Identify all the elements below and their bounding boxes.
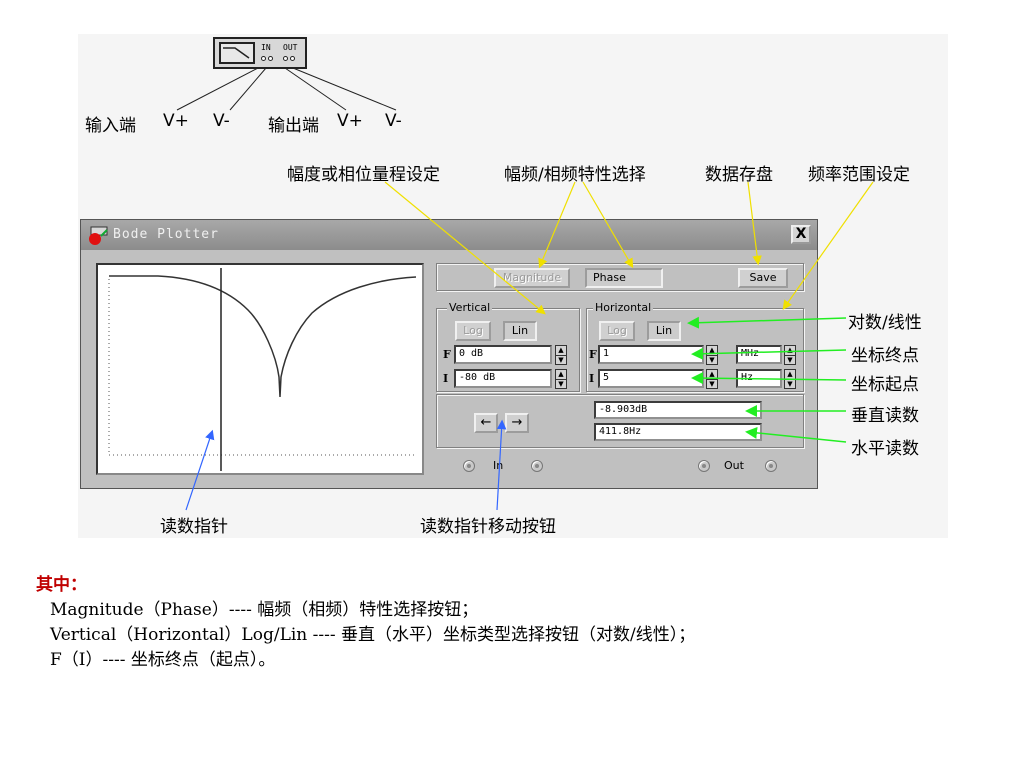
spin-up-icon[interactable]: ▲ xyxy=(707,370,717,380)
save-button[interactable]: Save xyxy=(738,268,788,288)
output-terminal-label: 输出端 xyxy=(268,116,319,136)
icon-in-minus-terminal xyxy=(268,56,273,61)
readout-group xyxy=(436,394,804,448)
callout-axis-end: 坐标终点 xyxy=(851,346,919,366)
vertical-initial-input[interactable]: -80 dB xyxy=(454,369,552,388)
callout-save-data: 数据存盘 xyxy=(705,165,773,185)
spin-down-icon[interactable]: ▼ xyxy=(558,380,564,388)
in-terminal-label: In xyxy=(493,459,504,472)
horizontal-final-input[interactable]: 1 xyxy=(598,345,704,364)
bode-app-icon xyxy=(89,226,108,245)
input-vminus-label: V- xyxy=(213,111,230,131)
close-icon: X xyxy=(795,226,807,242)
magnitude-button[interactable]: Magnitude xyxy=(494,268,570,288)
mode-panel xyxy=(436,263,804,291)
bode-plot-svg xyxy=(108,268,417,471)
yellow-callout-lines xyxy=(384,181,874,315)
vertical-final-input[interactable]: 0 dB xyxy=(454,345,552,364)
icon-screen xyxy=(219,42,255,64)
out-minus-terminal[interactable] xyxy=(765,460,777,472)
icon-curve xyxy=(223,47,250,59)
notes-line-1: Magnitude（Phase）---- 幅频（相频）特性选择按钮； xyxy=(50,600,479,620)
output-vplus-label: V+ xyxy=(337,111,363,131)
out-plus-terminal[interactable] xyxy=(698,460,710,472)
notes-heading: 其中： xyxy=(36,575,87,595)
icon-out-plus-terminal xyxy=(283,56,288,61)
input-terminal-label: 输入端 xyxy=(85,116,136,136)
icon-in-label: IN xyxy=(261,43,271,52)
blue-callout-lines xyxy=(185,419,507,511)
spin-up-icon[interactable]: ▲ xyxy=(707,346,717,356)
icon-out-label: OUT xyxy=(283,43,298,52)
horizontal-readout: 411.8Hz xyxy=(594,423,762,441)
terminal-leader-lines xyxy=(176,67,397,111)
spin-down-icon[interactable]: ▼ xyxy=(558,356,564,364)
spin-down-icon[interactable]: ▼ xyxy=(787,356,793,364)
output-vminus-label: V- xyxy=(385,111,402,131)
notes-section: 其中： Magnitude（Phase）---- 幅频（相频）特性选择按钮； V… xyxy=(36,573,996,673)
vertical-final-label: F xyxy=(443,348,451,361)
callout-mode-select: 幅频/相频特性选择 xyxy=(504,165,646,185)
vertical-group xyxy=(436,308,580,392)
vertical-initial-label: I xyxy=(443,372,449,385)
horizontal-final-unit-spinner[interactable]: ▲▼ xyxy=(784,345,796,365)
phase-button[interactable]: Phase xyxy=(585,268,663,288)
in-minus-terminal[interactable] xyxy=(531,460,543,472)
out-terminal-label: Out xyxy=(724,459,744,472)
in-plus-terminal[interactable] xyxy=(463,460,475,472)
vertical-log-button[interactable]: Log xyxy=(455,321,491,341)
horizontal-lin-button[interactable]: Lin xyxy=(647,321,681,341)
spin-down-icon[interactable]: ▼ xyxy=(709,356,715,364)
vertical-final-spinner[interactable]: ▲▼ xyxy=(555,345,567,365)
horizontal-group-label: Horizontal xyxy=(593,301,654,314)
horizontal-final-unit[interactable]: MHz xyxy=(736,345,782,364)
window-title: Bode Plotter xyxy=(113,227,219,242)
spin-up-icon[interactable]: ▲ xyxy=(556,370,566,380)
callout-vertical-reading: 垂直读数 xyxy=(851,406,919,426)
icon-in-plus-terminal xyxy=(261,56,266,61)
horizontal-final-spinner[interactable]: ▲▼ xyxy=(706,345,718,365)
vertical-readout: -8.903dB xyxy=(594,401,762,419)
callout-axis-start: 坐标起点 xyxy=(851,375,919,395)
horizontal-final-label: F xyxy=(589,348,597,361)
vertical-group-label: Vertical xyxy=(447,301,493,314)
callout-cursor: 读数指针 xyxy=(160,517,228,537)
notes-line-3: F（I）---- 坐标终点（起点）。 xyxy=(50,650,276,670)
bode-plotter-icon: IN OUT xyxy=(213,37,307,69)
vertical-initial-spinner[interactable]: ▲▼ xyxy=(555,369,567,389)
vertical-lin-button[interactable]: Lin xyxy=(503,321,537,341)
callout-log-lin: 对数/线性 xyxy=(848,313,922,333)
spin-up-icon[interactable]: ▲ xyxy=(556,346,566,356)
magnitude-curve xyxy=(109,275,417,398)
close-button[interactable]: X xyxy=(791,225,811,244)
green-callout-lines xyxy=(687,316,847,443)
bode-plot-display[interactable] xyxy=(96,263,424,475)
input-vplus-label: V+ xyxy=(163,111,189,131)
callout-freq-range: 频率范围设定 xyxy=(808,165,910,185)
spin-up-icon[interactable]: ▲ xyxy=(785,346,795,356)
spin-down-icon[interactable]: ▼ xyxy=(709,380,715,388)
horizontal-log-button[interactable]: Log xyxy=(599,321,635,341)
spin-down-icon[interactable]: ▼ xyxy=(787,380,793,388)
icon-out-minus-terminal xyxy=(290,56,295,61)
callout-range-setting: 幅度或相位量程设定 xyxy=(287,165,440,185)
notes-line-2: Vertical（Horizontal）Log/Lin ---- 垂直（水平）坐… xyxy=(50,625,696,645)
callout-cursor-buttons: 读数指针移动按钮 xyxy=(420,517,556,537)
horizontal-group xyxy=(586,308,804,392)
horizontal-initial-label: I xyxy=(589,372,595,385)
callout-horizontal-reading: 水平读数 xyxy=(851,439,919,459)
